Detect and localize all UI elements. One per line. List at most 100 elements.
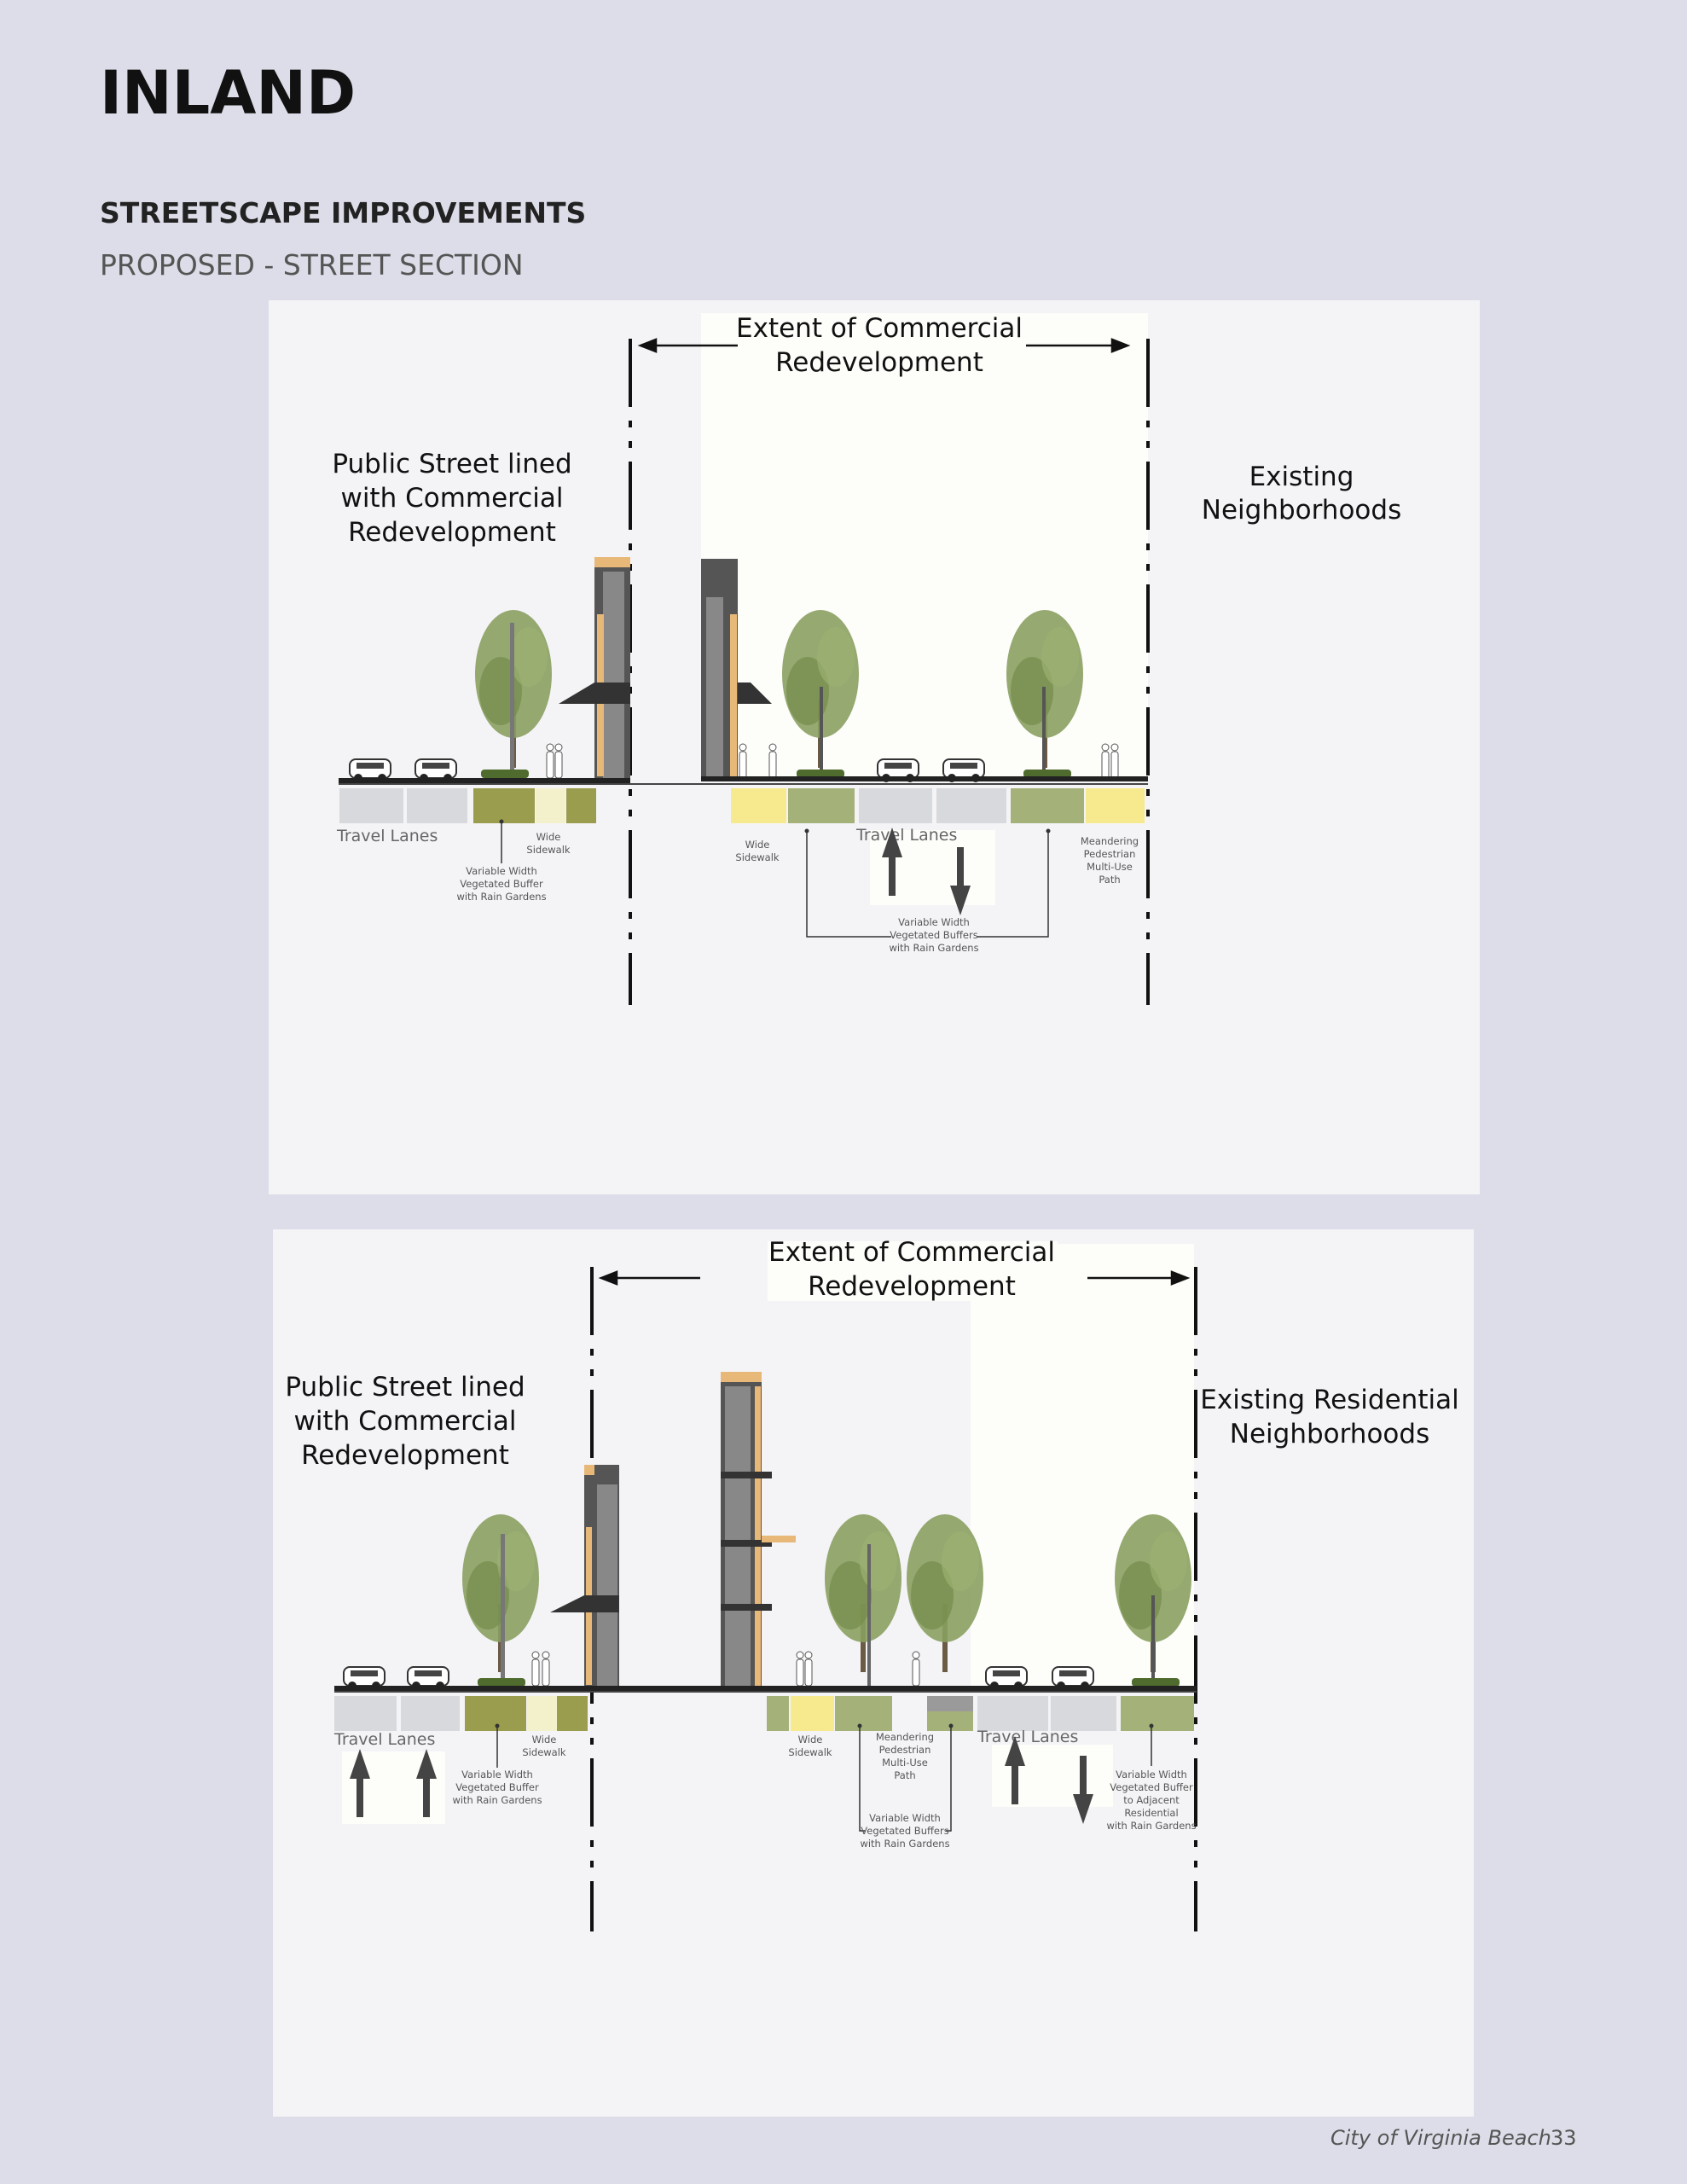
svg-text:Redevelopment: Redevelopment <box>775 347 983 378</box>
pedestrian-icon <box>554 743 563 779</box>
svg-text:Vegetated Buffer: Vegetated Buffer <box>455 1781 539 1793</box>
arrow-right-icon <box>1087 1270 1191 1286</box>
svg-text:Sidewalk: Sidewalk <box>526 844 571 856</box>
svg-text:Extent of Commercial: Extent of Commercial <box>736 313 1023 344</box>
svg-text:Redevelopment: Redevelopment <box>348 517 556 548</box>
svg-text:with Rain Gardens: with Rain Gardens <box>889 942 978 954</box>
left-caption: Public Street lined with Commercial Rede… <box>332 449 571 548</box>
svg-text:Existing: Existing <box>1249 462 1354 492</box>
svg-text:Variable Width: Variable Width <box>869 1812 941 1824</box>
svg-text:Multi-Use: Multi-Use <box>1087 861 1133 873</box>
arrow-left-icon <box>637 338 738 353</box>
pedestrian-icon <box>796 1651 804 1687</box>
pedestrian-icon <box>804 1651 813 1687</box>
svg-text:Neighborhoods: Neighborhoods <box>1230 1419 1429 1449</box>
left-caption: Public Street lined with Commercial Rede… <box>285 1372 525 1471</box>
extent-label: Extent of Commercial Redevelopment <box>768 1237 1055 1302</box>
svg-text:with Rain Gardens: with Rain Gardens <box>1106 1820 1196 1832</box>
zone-bars-left <box>334 1696 588 1731</box>
svg-text:Multi-Use: Multi-Use <box>882 1757 928 1769</box>
svg-text:Public Street lined: Public Street lined <box>285 1372 525 1403</box>
label-wide-sidewalk-right: Wide Sidewalk <box>735 839 780 863</box>
svg-text:Wide: Wide <box>532 1734 557 1745</box>
pedestrian-icon <box>912 1651 920 1687</box>
svg-text:with Rain Gardens: with Rain Gardens <box>860 1838 949 1850</box>
page-number: 33 <box>1551 2126 1577 2150</box>
svg-text:Variable Width: Variable Width <box>1116 1769 1187 1780</box>
pedestrian-icon <box>531 1651 540 1687</box>
svg-text:Redevelopment: Redevelopment <box>301 1440 509 1471</box>
svg-text:to Adjacent: to Adjacent <box>1123 1794 1180 1806</box>
svg-text:Residential: Residential <box>1124 1807 1178 1819</box>
svg-text:Meandering: Meandering <box>876 1731 934 1743</box>
label-travel-lanes-left: Travel Lanes <box>336 827 438 845</box>
label-vegetated-buffer-residential: Variable Width Vegetated Buffer to Adjac… <box>1106 1769 1196 1832</box>
svg-text:Public Street lined: Public Street lined <box>332 449 571 479</box>
svg-text:Redevelopment: Redevelopment <box>808 1271 1016 1302</box>
label-wide-sidewalk-left: Wide Sidewalk <box>526 831 571 856</box>
page-title: INLAND <box>100 58 356 128</box>
pedestrian-icon <box>1101 743 1110 779</box>
svg-text:with Rain Gardens: with Rain Gardens <box>452 1794 542 1806</box>
label-vegetated-buffer-left: Variable Width Vegetated Buffer with Rai… <box>456 865 546 903</box>
pedestrian-icon <box>542 1651 550 1687</box>
label-vegetated-buffers-right: Variable Width Vegetated Buffers with Ra… <box>889 916 978 954</box>
shrub-icon <box>1132 1678 1180 1687</box>
building-left <box>550 1465 619 1689</box>
svg-text:Wide: Wide <box>745 839 770 851</box>
svg-text:Neighborhoods: Neighborhoods <box>1202 495 1401 526</box>
svg-text:with Rain Gardens: with Rain Gardens <box>456 891 546 903</box>
svg-text:Pedestrian: Pedestrian <box>879 1744 931 1756</box>
building-middle <box>721 1372 796 1689</box>
zone-bars-right <box>731 788 1145 823</box>
section-heading: STREETSCAPE IMPROVEMENTS <box>100 196 586 229</box>
street-section-bottom: Extent of Commercial Redevelopment Publi… <box>273 1229 1474 2117</box>
street-light-icon <box>820 687 823 776</box>
label-travel-lanes-right: Travel Lanes <box>977 1728 1078 1746</box>
svg-text:Existing Residential: Existing Residential <box>1200 1385 1458 1415</box>
building-left <box>559 557 630 781</box>
svg-text:Vegetated Buffers: Vegetated Buffers <box>890 929 977 941</box>
shrub-icon <box>481 770 529 778</box>
svg-text:Vegetated Buffer: Vegetated Buffer <box>1110 1781 1193 1793</box>
svg-text:with Commercial: with Commercial <box>293 1406 516 1437</box>
pedestrian-icon <box>546 743 554 779</box>
svg-text:Variable Width: Variable Width <box>466 865 537 877</box>
pedestrian-icon <box>1110 743 1119 779</box>
street-light-icon <box>501 1534 505 1686</box>
svg-text:Variable Width: Variable Width <box>898 916 970 928</box>
svg-text:Path: Path <box>1099 874 1120 886</box>
svg-text:Vegetated Buffer: Vegetated Buffer <box>460 878 543 890</box>
svg-text:Sidewalk: Sidewalk <box>735 851 780 863</box>
shrub-icon <box>478 1678 525 1687</box>
zone-bars-left <box>339 788 596 823</box>
arrow-left-icon <box>598 1270 700 1286</box>
label-multi-use-path: Meandering Pedestrian Multi-Use Path <box>1081 835 1139 886</box>
svg-text:Sidewalk: Sidewalk <box>788 1746 832 1758</box>
extent-label: Extent of Commercial Redevelopment <box>736 313 1023 378</box>
label-vegetated-buffer-left: Variable Width Vegetated Buffer with Rai… <box>452 1769 542 1806</box>
street-light-icon <box>1042 687 1046 776</box>
street-light-icon <box>867 1544 871 1687</box>
right-caption: Existing Residential Neighborhoods <box>1200 1385 1458 1449</box>
svg-text:Path: Path <box>894 1769 915 1781</box>
pedestrian-icon <box>739 743 747 779</box>
svg-text:Sidewalk: Sidewalk <box>522 1746 566 1758</box>
building-right <box>701 559 772 781</box>
label-travel-lanes-right: Travel Lanes <box>855 826 957 845</box>
svg-text:Wide: Wide <box>798 1734 823 1745</box>
svg-text:with Commercial: with Commercial <box>340 483 563 514</box>
label-multi-use-path: Meandering Pedestrian Multi-Use Path <box>876 1731 934 1781</box>
label-vegetated-buffers-middle: Variable Width Vegetated Buffers with Ra… <box>860 1812 949 1850</box>
street-light-icon <box>1151 1595 1155 1687</box>
label-travel-lanes-left: Travel Lanes <box>333 1730 435 1749</box>
street-light-icon <box>510 623 514 776</box>
label-wide-sidewalk-middle: Wide Sidewalk <box>788 1734 832 1758</box>
zone-bars-right <box>767 1696 1194 1731</box>
right-caption: Existing Neighborhoods <box>1202 462 1401 526</box>
arrow-right-icon <box>1026 338 1131 353</box>
pedestrian-icon <box>768 743 777 779</box>
svg-text:Extent of Commercial: Extent of Commercial <box>768 1237 1055 1268</box>
svg-text:Wide: Wide <box>536 831 561 843</box>
